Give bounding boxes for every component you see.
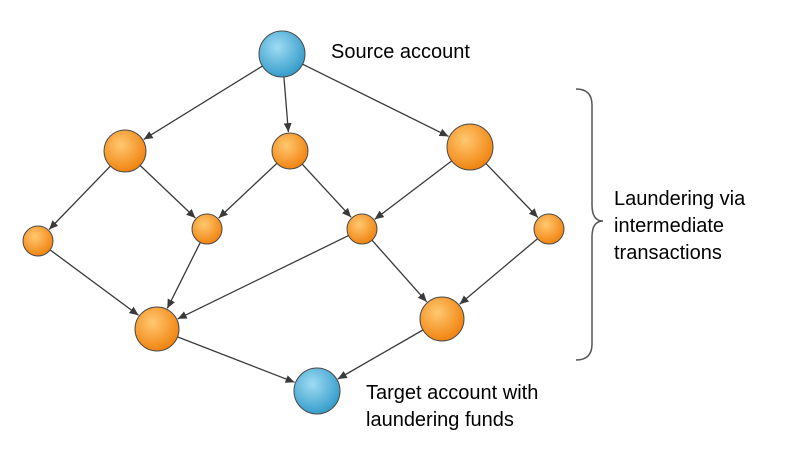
laundering-label-line-3: transactions: [614, 242, 722, 264]
laundering-label: Laundering via intermediate transactions: [614, 186, 745, 267]
edge-i3-i6: [374, 160, 453, 220]
target-label-line-2: laundering funds: [366, 409, 514, 431]
edge-source-i3: [302, 63, 449, 137]
intermediate-node-i3: [446, 123, 494, 171]
curly-brace: [575, 88, 604, 361]
edge-i9-target: [337, 329, 424, 380]
edge-i1-i5: [139, 165, 196, 219]
intermediate-node-i7: [533, 213, 565, 245]
intermediate-node-i5: [191, 213, 223, 245]
intermediate-node-i2: [271, 132, 309, 170]
source-account-node: [258, 30, 306, 78]
edges-layer: [48, 63, 539, 383]
intermediate-node-i1: [103, 129, 147, 173]
edge-i2-i5: [218, 162, 278, 219]
edge-i3-i7: [485, 163, 539, 218]
edge-i2-i6: [301, 163, 352, 218]
target-label-line-1: Target account with: [366, 382, 539, 404]
edge-i7-i9: [459, 238, 538, 305]
target-account-node: [293, 367, 341, 415]
edge-source-i2: [283, 76, 292, 133]
edge-i4-i8: [49, 249, 139, 316]
intermediate-node-i6: [346, 213, 378, 245]
target-account-label: Target account with laundering funds: [366, 380, 538, 434]
edge-i1-i4: [48, 165, 111, 230]
intermediate-node-i9: [419, 296, 465, 342]
edge-source-i1: [143, 65, 263, 140]
laundering-label-line-2: intermediate: [614, 215, 725, 237]
laundering-label-line-1: Laundering via: [614, 188, 746, 210]
edge-i8-target: [177, 336, 295, 383]
intermediate-node-i8: [134, 306, 180, 352]
edge-i6-i9: [371, 239, 428, 303]
edge-i5-i8: [166, 242, 201, 309]
nodes-layer: [22, 30, 565, 415]
edge-i6-i8: [177, 235, 349, 320]
source-account-label: Source account: [331, 39, 470, 66]
source-label-text: Source account: [331, 41, 470, 63]
intermediate-node-i4: [22, 225, 54, 257]
